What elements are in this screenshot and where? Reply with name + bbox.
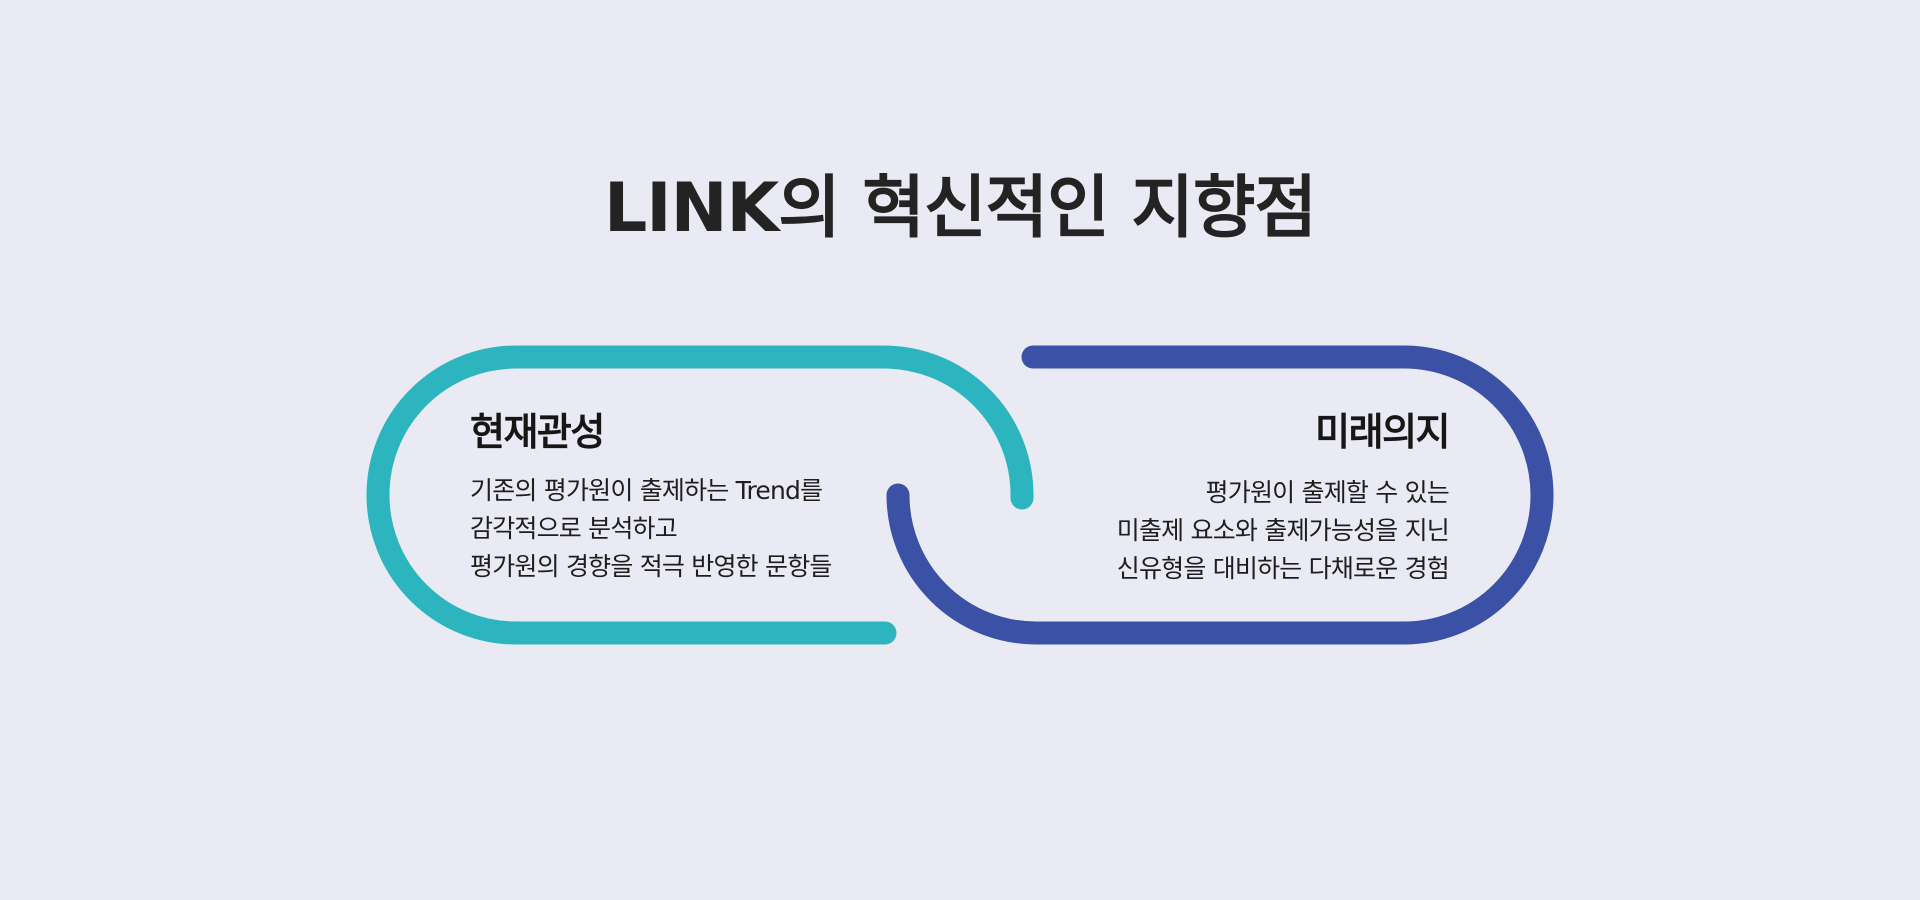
present-description-line: 기존의 평가원이 출제하는 Trend를 bbox=[470, 476, 823, 505]
present-link-shape bbox=[366, 345, 1034, 645]
future-link-shape bbox=[886, 345, 1554, 645]
present-description-line: 평가원의 경향을 적극 반영한 문항들 bbox=[470, 552, 832, 581]
future-card-title: 미래의지 bbox=[1315, 410, 1450, 454]
page-title: LINK의 혁신적인 지향점 bbox=[603, 169, 1317, 248]
future-card-description: 평가원이 출제할 수 있는 미출제 요소와 출제가능성을 지닌 신유형을 대비하… bbox=[1116, 474, 1450, 588]
future-description-line: 평가원이 출제할 수 있는 bbox=[1205, 478, 1450, 507]
present-card-title: 현재관성 bbox=[470, 410, 605, 454]
future-description-line: 미출제 요소와 출제가능성을 지닌 bbox=[1116, 516, 1450, 545]
present-description-line: 감각적으로 분석하고 bbox=[470, 514, 678, 543]
present-card-description: 기존의 평가원이 출제하는 Trend를 감각적으로 분석하고 평가원의 경향을… bbox=[470, 472, 832, 586]
future-description-line: 신유형을 대비하는 다채로운 경험 bbox=[1116, 554, 1450, 583]
